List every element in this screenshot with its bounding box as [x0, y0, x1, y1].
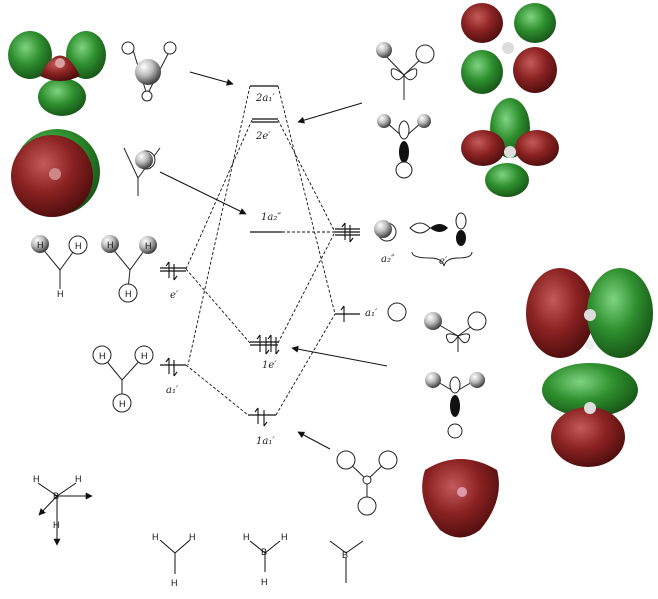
b-pz-sketch: [123, 147, 161, 196]
b-label: B: [53, 491, 59, 501]
b-s-sketch: [387, 302, 407, 322]
label-1a2pp: 1a₂″: [261, 212, 281, 223]
orbital-bottom-1a1: [422, 459, 499, 538]
orbital-right-1e-upper: [526, 268, 653, 358]
orbital-left-a2pp: [11, 129, 100, 217]
h-label: H: [152, 532, 159, 542]
label-b-a2pp: a₂″: [381, 254, 395, 265]
energy-levels: [160, 85, 360, 416]
h3-e-sketch-2: H H H: [101, 235, 157, 303]
h-label: H: [145, 241, 152, 251]
label-2a1: 2a₁′: [255, 93, 275, 104]
electrons: [165, 222, 354, 427]
label-b-a1: a₁′: [365, 308, 378, 319]
h-label: H: [261, 577, 268, 587]
h-label: H: [119, 399, 126, 409]
h-label: H: [107, 240, 114, 250]
h-label: H: [53, 520, 60, 530]
correlation-lines: [185, 85, 336, 416]
bh3-fragment-sketch: [249, 540, 281, 572]
h-label: H: [171, 578, 178, 588]
b-p-sketch-right-4: [425, 372, 485, 439]
label-b-e: e′: [439, 256, 448, 267]
h-label: H: [125, 289, 132, 299]
b-p-sketch-top-left: [121, 41, 177, 102]
b-p-sketch-right-1: [376, 42, 435, 100]
b-p-sketch-right-3: [424, 311, 487, 352]
label-2e: 2e′: [255, 131, 271, 142]
h-label: H: [99, 351, 106, 361]
label-1a1: 1a₁′: [256, 436, 275, 447]
h-label: H: [281, 532, 288, 542]
b-a1-sketch-bottom: [336, 450, 398, 516]
h-label: H: [189, 532, 196, 542]
orbital-top-left-e: [8, 31, 106, 116]
h3-a1-sketch: H H H: [92, 345, 154, 413]
b-a2pp-sketch: [374, 220, 397, 242]
b-fragment-sketch: [329, 540, 364, 583]
h3-e-sketch-1: H H H: [31, 235, 88, 299]
orbital-right-1e-lower: [542, 363, 638, 467]
h-label: H: [141, 351, 148, 361]
label-1e: 1e′: [262, 360, 277, 371]
label-h3-e: e′: [170, 290, 179, 301]
orbital-right-e-second: [461, 98, 559, 197]
orbital-top-right-e: [461, 3, 557, 94]
h-label: H: [37, 240, 44, 250]
h-label: H: [75, 474, 82, 484]
b-e-sketch: [409, 212, 473, 267]
pointer-arrows: [159, 71, 388, 450]
h3-fragment-sketch: [159, 539, 191, 574]
h-label: H: [57, 289, 64, 299]
bh3-axes-sketch: [37, 482, 93, 546]
b-p-sketch-right-2: [377, 114, 431, 179]
h-label: H: [243, 532, 250, 542]
b-label: B: [342, 550, 348, 560]
b-label: B: [261, 547, 267, 557]
h-label: H: [75, 241, 82, 251]
label-h3-a1: a₁′: [166, 385, 179, 396]
h-label: H: [33, 474, 40, 484]
